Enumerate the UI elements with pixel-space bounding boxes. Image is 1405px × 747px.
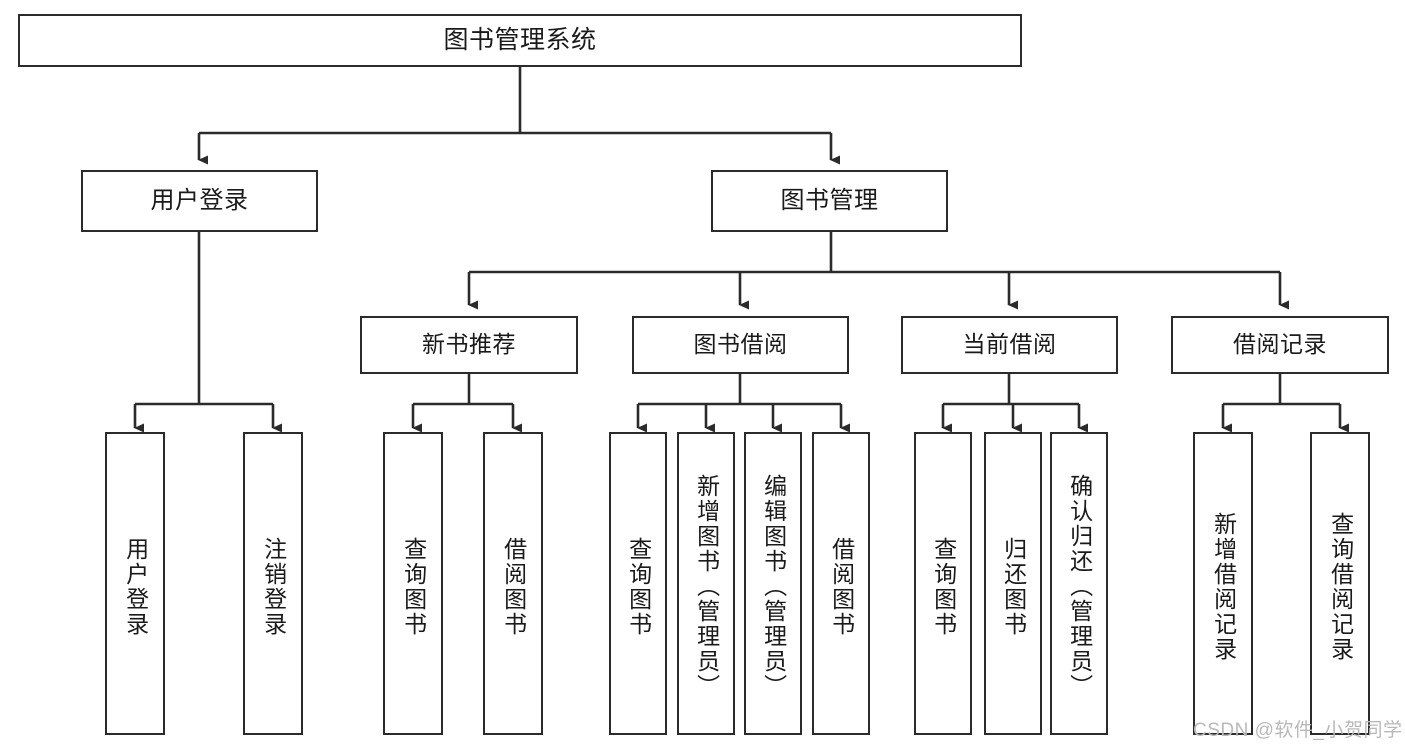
leaf-borrow-edit-book[interactable]: 编辑图书（管理员） [744,432,802,735]
leaf-recommend-borrow-book-label: 借阅图书 [500,536,527,637]
node-root[interactable]: 图书管理系统 [18,14,1022,67]
leaf-logout-label: 注销登录 [260,536,287,637]
node-book-borrow-label: 图书借阅 [693,331,788,358]
watermark: CSDN @软件_小贺同学 [1193,720,1403,741]
leaf-recommend-borrow-book[interactable]: 借阅图书 [483,432,543,735]
leaf-current-confirm-return-label: 确认归还（管理员） [1066,474,1093,699]
leaf-borrow-query-book[interactable]: 查询图书 [609,432,667,735]
leaf-record-query[interactable]: 查询借阅记录 [1310,432,1370,735]
leaf-current-confirm-return[interactable]: 确认归还（管理员） [1050,432,1108,735]
node-current-borrow-label: 当前借阅 [962,331,1057,358]
leaf-current-return-book-label: 归还图书 [1000,536,1027,637]
leaf-recommend-query-book-label: 查询图书 [400,536,427,637]
node-borrow-record[interactable]: 借阅记录 [1171,316,1389,374]
leaf-current-query-book[interactable]: 查询图书 [914,432,972,735]
node-book-management[interactable]: 图书管理 [711,170,948,232]
node-user-login[interactable]: 用户登录 [81,170,318,232]
leaf-current-return-book[interactable]: 归还图书 [984,432,1042,735]
leaf-borrow-add-book-label: 新增图书（管理员） [693,474,720,699]
leaf-logout[interactable]: 注销登录 [243,432,303,735]
leaf-record-add-label: 新增借阅记录 [1210,511,1237,662]
leaf-borrow-query-book-label: 查询图书 [625,536,652,637]
leaf-recommend-query-book[interactable]: 查询图书 [383,432,443,735]
node-user-login-label: 用户登录 [150,186,249,214]
node-current-borrow[interactable]: 当前借阅 [901,316,1118,374]
node-new-book-recommend[interactable]: 新书推荐 [360,316,578,374]
node-root-label: 图书管理系统 [443,25,597,54]
leaf-user-login-label: 用户登录 [122,536,149,637]
leaf-borrow-add-book[interactable]: 新增图书（管理员） [677,432,735,735]
leaf-user-login[interactable]: 用户登录 [105,432,165,735]
node-book-management-label: 图书管理 [780,186,879,214]
node-book-borrow[interactable]: 图书借阅 [632,316,849,374]
node-borrow-record-label: 借阅记录 [1233,331,1327,358]
leaf-current-query-book-label: 查询图书 [930,536,957,637]
leaf-borrow-borrow-book-label: 借阅图书 [828,536,855,637]
leaf-record-query-label: 查询借阅记录 [1327,511,1354,662]
leaf-borrow-borrow-book[interactable]: 借阅图书 [812,432,870,735]
node-new-book-recommend-label: 新书推荐 [422,331,516,358]
leaf-record-add[interactable]: 新增借阅记录 [1193,432,1253,735]
leaf-borrow-edit-book-label: 编辑图书（管理员） [760,474,787,699]
